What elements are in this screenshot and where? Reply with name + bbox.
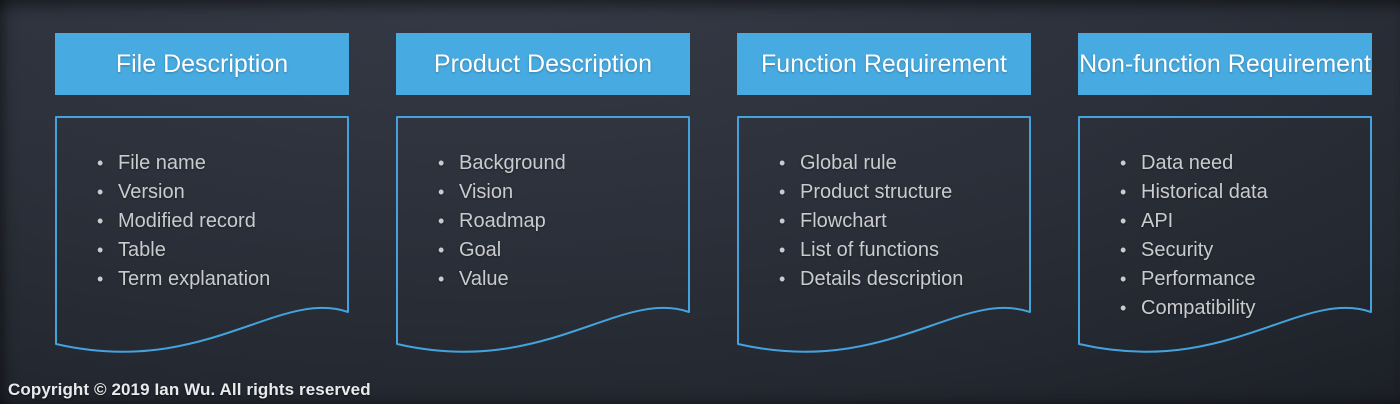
bullet-list: • Background • Vision • Roadmap • Goal • Value [396, 116, 690, 294]
list-item-label: List of functions [800, 239, 939, 261]
list-item-label: Historical data [1141, 181, 1268, 203]
bullet-icon: • [97, 153, 104, 173]
list-item: • Term explanation [97, 265, 341, 294]
list-item: • Goal [438, 236, 682, 265]
bullet-icon: • [97, 211, 104, 231]
bullet-icon: • [779, 240, 786, 260]
list-item-label: Modified record [118, 210, 256, 232]
category-title: File Description [115, 49, 289, 78]
bullet-icon: • [438, 211, 445, 231]
category-title: Product Description [433, 49, 653, 78]
document-box: • Background • Vision • Roadmap • Goal • Value [396, 116, 690, 364]
copyright-text: Copyright © 2019 Ian Wu. All rights rese… [8, 380, 371, 399]
list-item-label: Security [1141, 239, 1214, 261]
category-column: Function Requirement • Global rule • Produc… [737, 33, 1031, 364]
list-item: • Data need [1120, 149, 1364, 178]
bullet-icon: • [1120, 153, 1127, 173]
list-item-label: Performance [1141, 268, 1256, 290]
bullet-icon: • [1120, 211, 1127, 231]
list-item-label: Roadmap [459, 210, 546, 232]
category-column: Product Description • Background • Vision • R… [396, 33, 690, 364]
bullet-icon: • [438, 153, 445, 173]
list-item-label: Global rule [800, 152, 897, 174]
list-item: • Version [97, 178, 341, 207]
bullet-icon: • [1120, 298, 1127, 318]
list-item: • Historical data [1120, 178, 1364, 207]
list-item: • Value [438, 265, 682, 294]
bullet-icon: • [97, 182, 104, 202]
bullet-icon: • [438, 240, 445, 260]
columns-row: File Description • File name • Version • Modi… [55, 33, 1372, 364]
document-shape-outline [1078, 116, 1372, 353]
list-item: • Security [1120, 236, 1364, 265]
bullet-icon: • [438, 269, 445, 289]
bullet-icon: • [1120, 240, 1127, 260]
list-item: • Background [438, 149, 682, 178]
list-item-label: Vision [459, 181, 514, 203]
category-header: Non-function Requirement [1078, 33, 1372, 95]
bullet-icon: • [1120, 182, 1127, 202]
list-item: • Table [97, 236, 341, 265]
list-item-label: Flowchart [800, 210, 887, 232]
list-item-label: Compatibility [1141, 297, 1256, 319]
list-item-label: Value [459, 268, 509, 290]
bullet-icon: • [438, 182, 445, 202]
document-shape-outline [55, 116, 349, 353]
bullet-list: • File name • Version • Modified record • Table… [55, 116, 349, 294]
document-box: • File name • Version • Modified record • Table… [55, 116, 349, 364]
category-column: File Description • File name • Version • Modi… [55, 33, 349, 364]
bullet-icon: • [779, 153, 786, 173]
document-shape-outline [737, 116, 1031, 353]
list-item: • Vision [438, 178, 682, 207]
bullet-list: • Global rule • Product structure • Flowchart… [737, 116, 1031, 294]
bullet-icon: • [1120, 269, 1127, 289]
list-item: • Modified record [97, 207, 341, 236]
list-item-label: Term explanation [118, 268, 271, 290]
list-item: • Global rule [779, 149, 1023, 178]
list-item: • Performance [1120, 265, 1364, 294]
category-header: Function Requirement [737, 33, 1031, 95]
list-item-label: File name [118, 152, 206, 174]
category-title: Non-function Requirement [1079, 49, 1371, 78]
list-item: • API [1120, 207, 1364, 236]
document-shape-outline [396, 116, 690, 353]
bullet-icon: • [779, 269, 786, 289]
list-item: • Compatibility [1120, 294, 1364, 323]
list-item-label: Goal [459, 239, 502, 261]
list-item: • File name [97, 149, 341, 178]
list-item: • Details description [779, 265, 1023, 294]
category-header: File Description [55, 33, 349, 95]
bullet-icon: • [97, 269, 104, 289]
list-item: • Product structure [779, 178, 1023, 207]
bullet-icon: • [97, 240, 104, 260]
bullet-list: •Data need•Historical data•API•Security•… [1078, 116, 1372, 323]
list-item: • List of functions [779, 236, 1023, 265]
list-item-label: Data need [1141, 152, 1234, 174]
list-item: • Roadmap [438, 207, 682, 236]
list-item-label: Table [118, 239, 166, 261]
category-header: Product Description [396, 33, 690, 95]
document-box: •Data need•Historical data•API•Security•… [1078, 116, 1372, 364]
list-item-label: Details description [800, 268, 964, 290]
list-item-label: Product structure [800, 181, 953, 203]
document-box: • Global rule • Product structure • Flowchart… [737, 116, 1031, 364]
bullet-icon: • [779, 182, 786, 202]
bullet-icon: • [779, 211, 786, 231]
category-title: Function Requirement [761, 49, 1007, 78]
list-item-label: API [1141, 210, 1174, 232]
list-item-label: Version [118, 181, 185, 203]
list-item-label: Background [459, 152, 566, 174]
list-item: • Flowchart [779, 207, 1023, 236]
category-column: Non-function Requirement • Data need • Hist… [1078, 33, 1372, 364]
